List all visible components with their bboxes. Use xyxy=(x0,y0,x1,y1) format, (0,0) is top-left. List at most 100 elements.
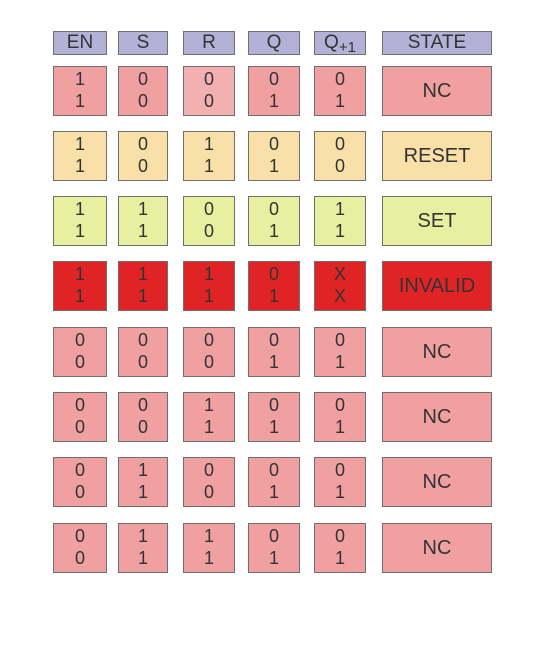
cell-value: 0 xyxy=(203,199,214,219)
cell-value: 0 xyxy=(74,460,85,480)
state-label: RESET xyxy=(403,144,471,167)
cell-value: 0 xyxy=(74,395,85,415)
header-r: R xyxy=(183,31,235,55)
cell-value: 0 xyxy=(74,482,85,502)
cell-value: 0 xyxy=(268,526,279,546)
cell-value: 1 xyxy=(137,264,148,284)
cell-value: 1 xyxy=(74,264,85,284)
header-en: EN xyxy=(53,31,107,55)
cell-value: 1 xyxy=(334,199,345,219)
cell-value: 1 xyxy=(334,91,345,111)
cell-value: 0 xyxy=(334,526,345,546)
state-cell: NC xyxy=(382,327,492,377)
cell-value: 1 xyxy=(268,352,279,372)
state-label: SET xyxy=(417,209,457,232)
state-cell: NC xyxy=(382,457,492,507)
cell-value: 1 xyxy=(268,417,279,437)
state-label: NC xyxy=(422,470,452,493)
cell-value: 0 xyxy=(268,264,279,284)
cell-value: 1 xyxy=(74,199,85,219)
cell-value: 0 xyxy=(334,156,345,176)
cell-value: 1 xyxy=(74,286,85,306)
cell-value: 0 xyxy=(137,91,148,111)
cell-value: 0 xyxy=(268,134,279,154)
cell-value: 0 xyxy=(203,460,214,480)
cell-value: 1 xyxy=(137,482,148,502)
cell-value: 1 xyxy=(137,199,148,219)
state-label: NC xyxy=(422,536,452,559)
cell-value: X xyxy=(333,286,346,306)
cell-value: 1 xyxy=(203,526,214,546)
cell-value: 1 xyxy=(137,460,148,480)
state-cell: RESET xyxy=(382,131,492,181)
cell-value: 0 xyxy=(334,395,345,415)
cell-value: 1 xyxy=(203,134,214,154)
state-cell: INVALID xyxy=(382,261,492,311)
cell-value: 0 xyxy=(203,69,214,89)
cell-value: 0 xyxy=(137,417,148,437)
cell-value: 1 xyxy=(137,221,148,241)
cell-value: 1 xyxy=(268,91,279,111)
cell-value: 1 xyxy=(203,417,214,437)
cell-value: 1 xyxy=(203,156,214,176)
cell-value: 1 xyxy=(268,548,279,568)
cell-value: 0 xyxy=(137,330,148,350)
cell-value: 1 xyxy=(74,221,85,241)
state-cell: NC xyxy=(382,66,492,116)
state-label: INVALID xyxy=(398,274,476,297)
cell-value: 0 xyxy=(74,352,85,372)
cell-value: 0 xyxy=(334,134,345,154)
cell-value: 1 xyxy=(268,156,279,176)
cell-value: 1 xyxy=(203,395,214,415)
cell-value: 1 xyxy=(334,221,345,241)
cell-value: 0 xyxy=(74,526,85,546)
cell-value: 1 xyxy=(203,264,214,284)
cell-value: 1 xyxy=(74,69,85,89)
cell-value: 0 xyxy=(268,330,279,350)
state-cell: SET xyxy=(382,196,492,246)
cell-value: 1 xyxy=(74,156,85,176)
cell-value: 1 xyxy=(268,221,279,241)
state-cell: NC xyxy=(382,392,492,442)
cell-value: 0 xyxy=(137,352,148,372)
cell-value: 1 xyxy=(268,482,279,502)
cell-value: 0 xyxy=(268,199,279,219)
cell-value: 0 xyxy=(203,91,214,111)
cell-value: 0 xyxy=(203,330,214,350)
cell-value: 0 xyxy=(268,460,279,480)
cell-value: 0 xyxy=(137,134,148,154)
cell-value: 1 xyxy=(74,91,85,111)
state-label: NC xyxy=(422,405,452,428)
cell-value: 1 xyxy=(334,482,345,502)
cell-value: 0 xyxy=(74,417,85,437)
cell-value: 0 xyxy=(137,395,148,415)
